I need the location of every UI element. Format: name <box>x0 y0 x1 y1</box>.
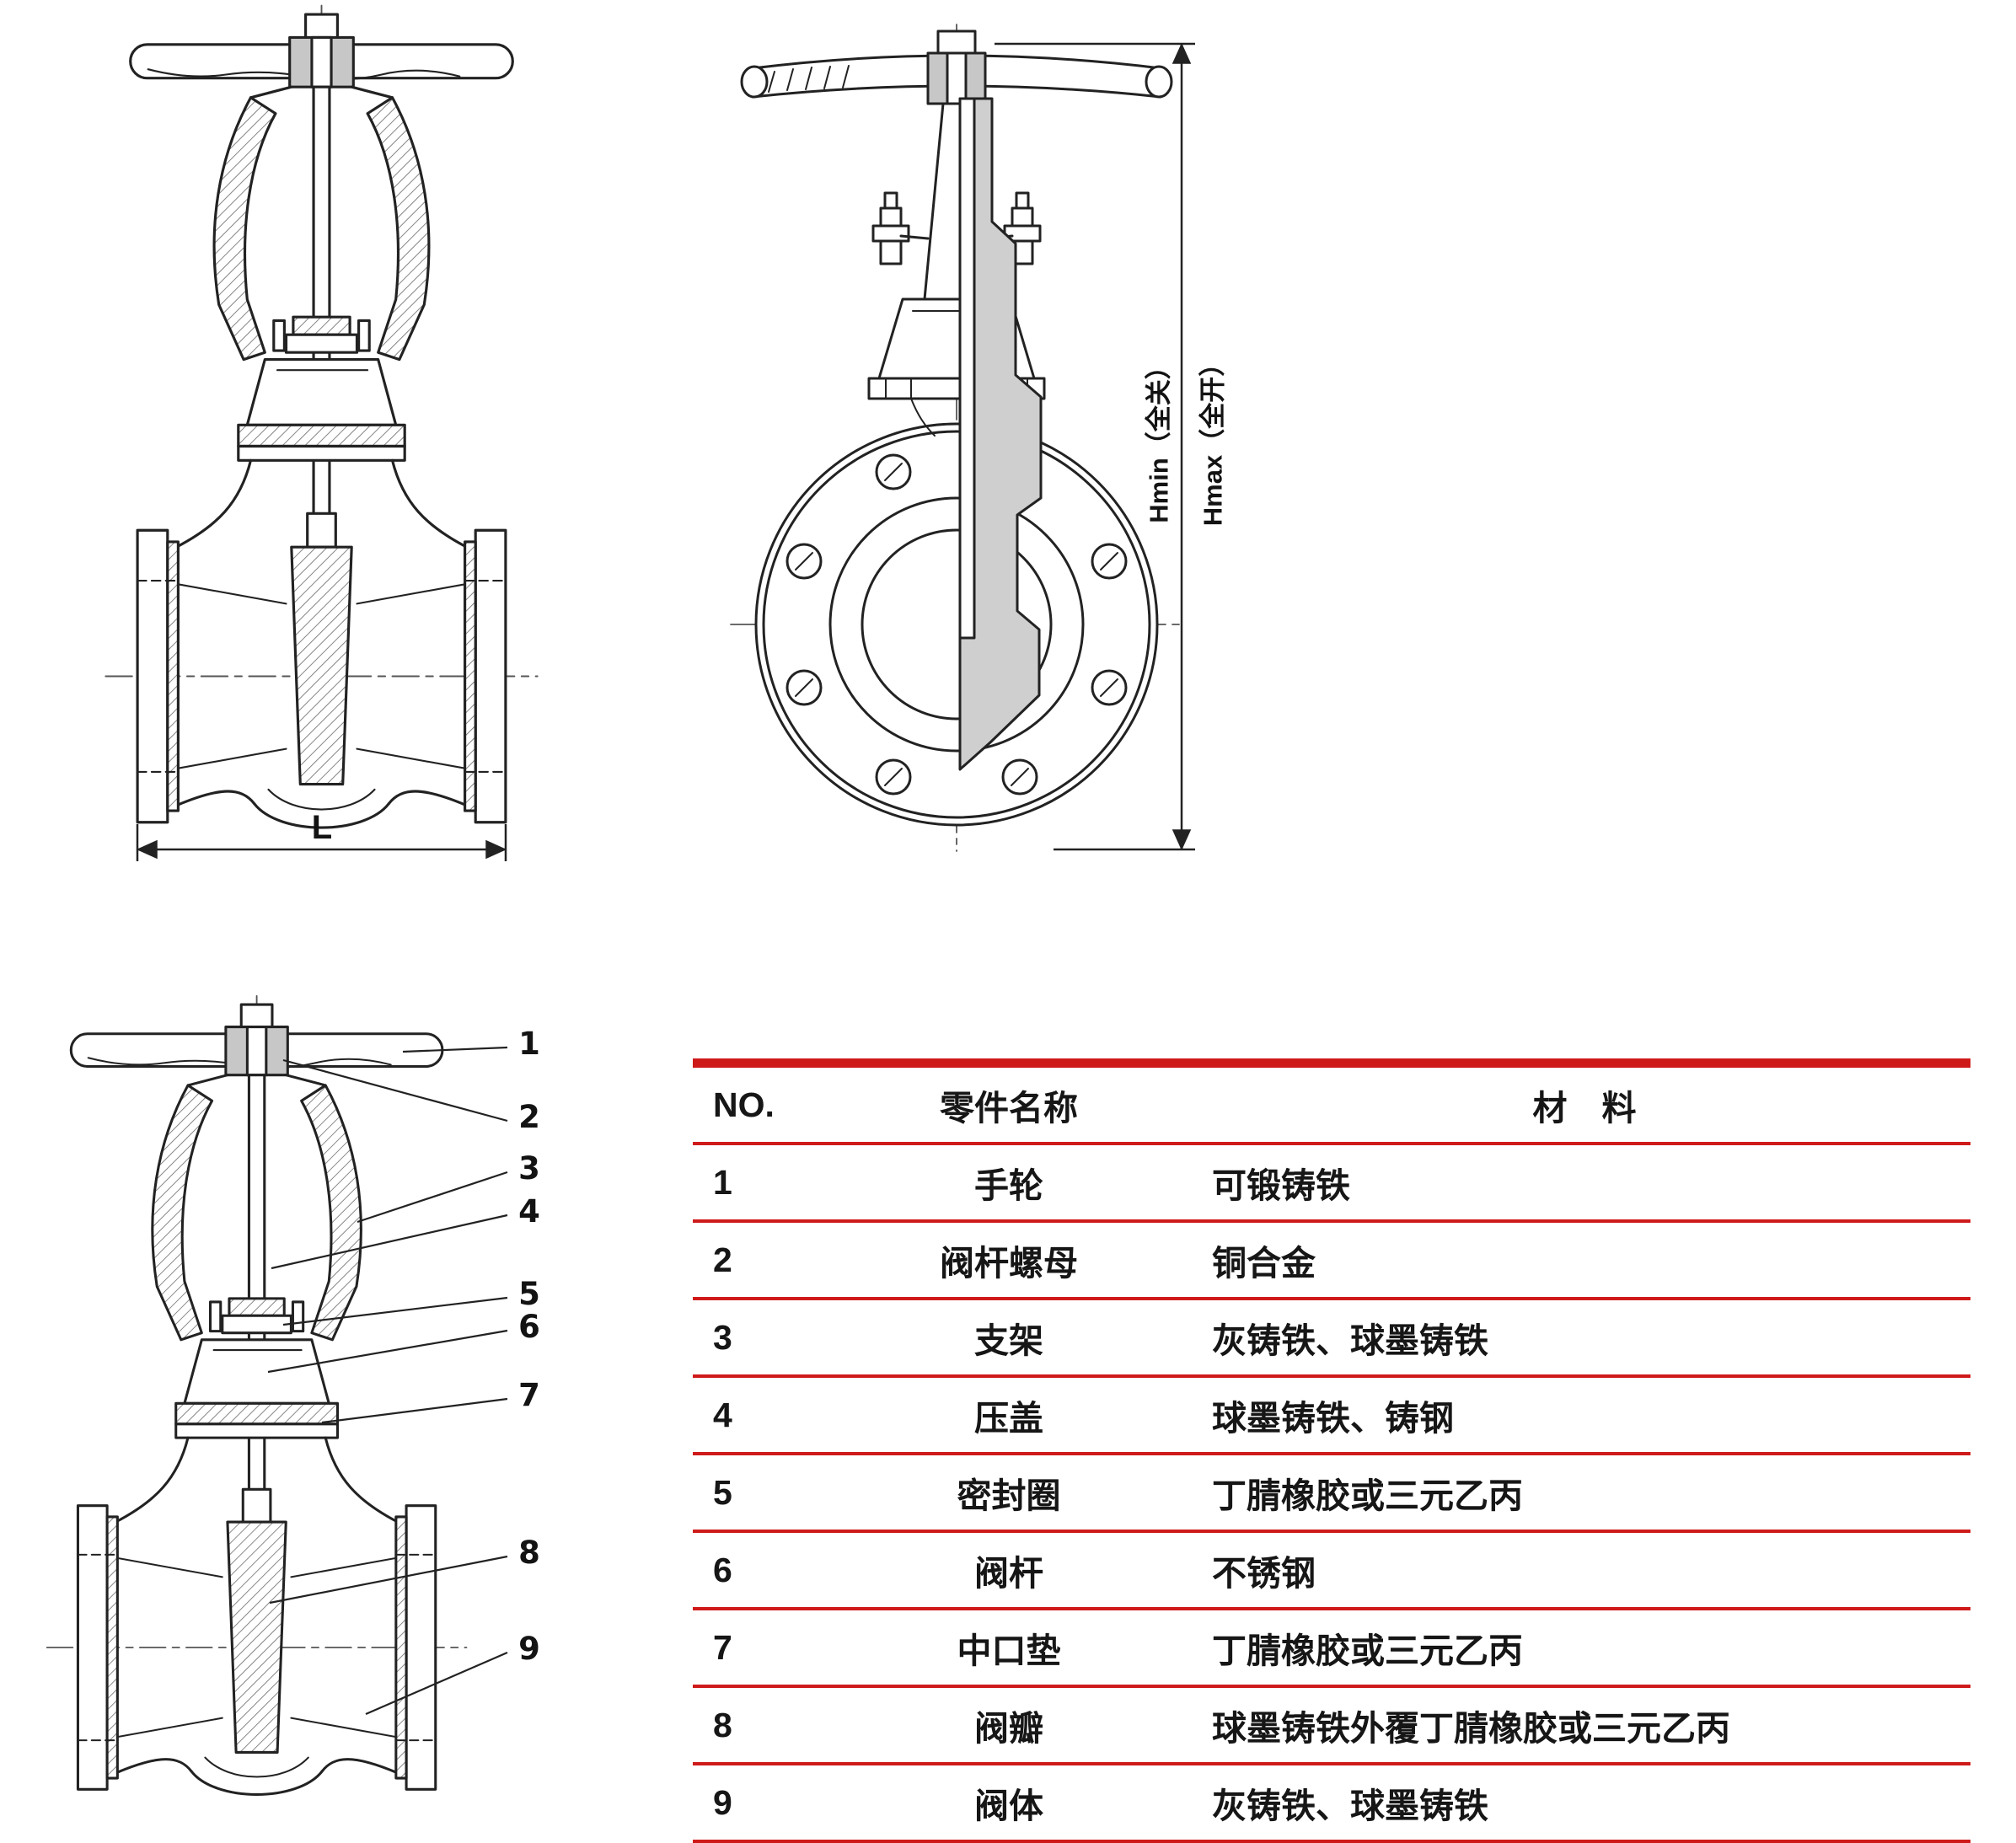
callout-number-7: 7 <box>518 1377 540 1413</box>
cell-part-name: 阀杆 <box>974 1554 1043 1593</box>
cell-no: 5 <box>713 1472 732 1512</box>
cell-no: 8 <box>713 1705 732 1744</box>
header-part-name: 零件名称 <box>940 1089 1078 1128</box>
callout-number-8: 8 <box>518 1535 540 1571</box>
cell-material: 可锻铸铁 <box>1212 1166 1350 1205</box>
cell-part-name: 阀瓣 <box>974 1709 1043 1748</box>
callout-number-2: 2 <box>518 1099 540 1135</box>
cell-no: 4 <box>713 1395 732 1434</box>
callout-number-5: 5 <box>518 1276 540 1312</box>
cell-material: 丁腈橡胶或三元乙丙 <box>1212 1476 1523 1515</box>
cell-no: 2 <box>713 1240 732 1279</box>
callout-number-1: 1 <box>518 1026 540 1062</box>
table-row: 9 阀体 灰铸铁、球墨铸铁 <box>693 1764 1970 1841</box>
cell-no: 9 <box>713 1782 732 1822</box>
valve-side-section-view <box>104 4 539 829</box>
length-dimension <box>136 824 507 861</box>
table-row: 1 手轮 可锻铸铁 <box>693 1144 1970 1221</box>
parts-materials-table: NO. 零件名称 材 料 1 手轮 可锻铸铁 2 阀杆螺母 铜合金 3 支架 灰… <box>693 1058 1970 1843</box>
cell-part-name: 阀体 <box>974 1787 1043 1825</box>
header-material: 材 料 <box>1532 1089 1637 1128</box>
cell-part-name: 密封圈 <box>957 1476 1061 1515</box>
cell-material: 丁腈橡胶或三元乙丙 <box>1212 1631 1523 1670</box>
valve-callout-view <box>46 994 469 1796</box>
length-dimension-label: L <box>311 809 333 846</box>
cell-part-name: 支架 <box>974 1321 1043 1360</box>
cell-material: 灰铸铁、球墨铸铁 <box>1212 1321 1488 1360</box>
cell-no: 1 <box>713 1162 732 1202</box>
cell-no: 6 <box>713 1550 732 1589</box>
table-row: 4 压盖 球墨铸铁、铸钢 <box>693 1376 1970 1454</box>
callout-number-3: 3 <box>518 1150 540 1187</box>
cell-material: 灰铸铁、球墨铸铁 <box>1212 1787 1488 1825</box>
valve-front-view <box>729 23 1184 853</box>
cell-part-name: 手轮 <box>974 1166 1043 1205</box>
callout-number-9: 9 <box>518 1631 540 1667</box>
callout-number-4: 4 <box>518 1193 540 1230</box>
cell-material: 球墨铸铁外覆丁腈橡胶或三元乙丙 <box>1212 1709 1730 1748</box>
cell-part-name: 中口垫 <box>957 1631 1061 1670</box>
table-row: 2 阀杆螺母 铜合金 <box>693 1221 1970 1299</box>
header-no: NO. <box>713 1085 775 1124</box>
cell-part-name: 压盖 <box>974 1399 1043 1438</box>
table-row: 3 支架 灰铸铁、球墨铸铁 <box>693 1299 1970 1376</box>
cell-material: 不锈钢 <box>1212 1554 1316 1593</box>
cell-no: 7 <box>713 1627 732 1667</box>
table-row: 8 阀瓣 球墨铸铁外覆丁腈橡胶或三元乙丙 <box>693 1686 1970 1764</box>
cell-part-name: 阀杆螺母 <box>940 1244 1078 1283</box>
callout-leader-lines <box>267 1046 508 1716</box>
cell-no: 3 <box>713 1317 732 1357</box>
height-min-label: Hmin（全关） <box>1144 353 1174 523</box>
table-row: 6 阀杆 不锈钢 <box>693 1531 1970 1609</box>
height-dimension <box>995 42 1195 851</box>
table-row: 7 中口垫 丁腈橡胶或三元乙丙 <box>693 1609 1970 1686</box>
cell-material: 球墨铸铁、铸钢 <box>1212 1399 1454 1438</box>
table-row: 5 密封圈 丁腈橡胶或三元乙丙 <box>693 1454 1970 1531</box>
height-max-label: Hmax（全开） <box>1198 350 1228 527</box>
cell-material: 铜合金 <box>1212 1244 1316 1283</box>
table-header-row: NO. 零件名称 材 料 <box>693 1063 1970 1144</box>
callout-number-6: 6 <box>518 1309 540 1345</box>
